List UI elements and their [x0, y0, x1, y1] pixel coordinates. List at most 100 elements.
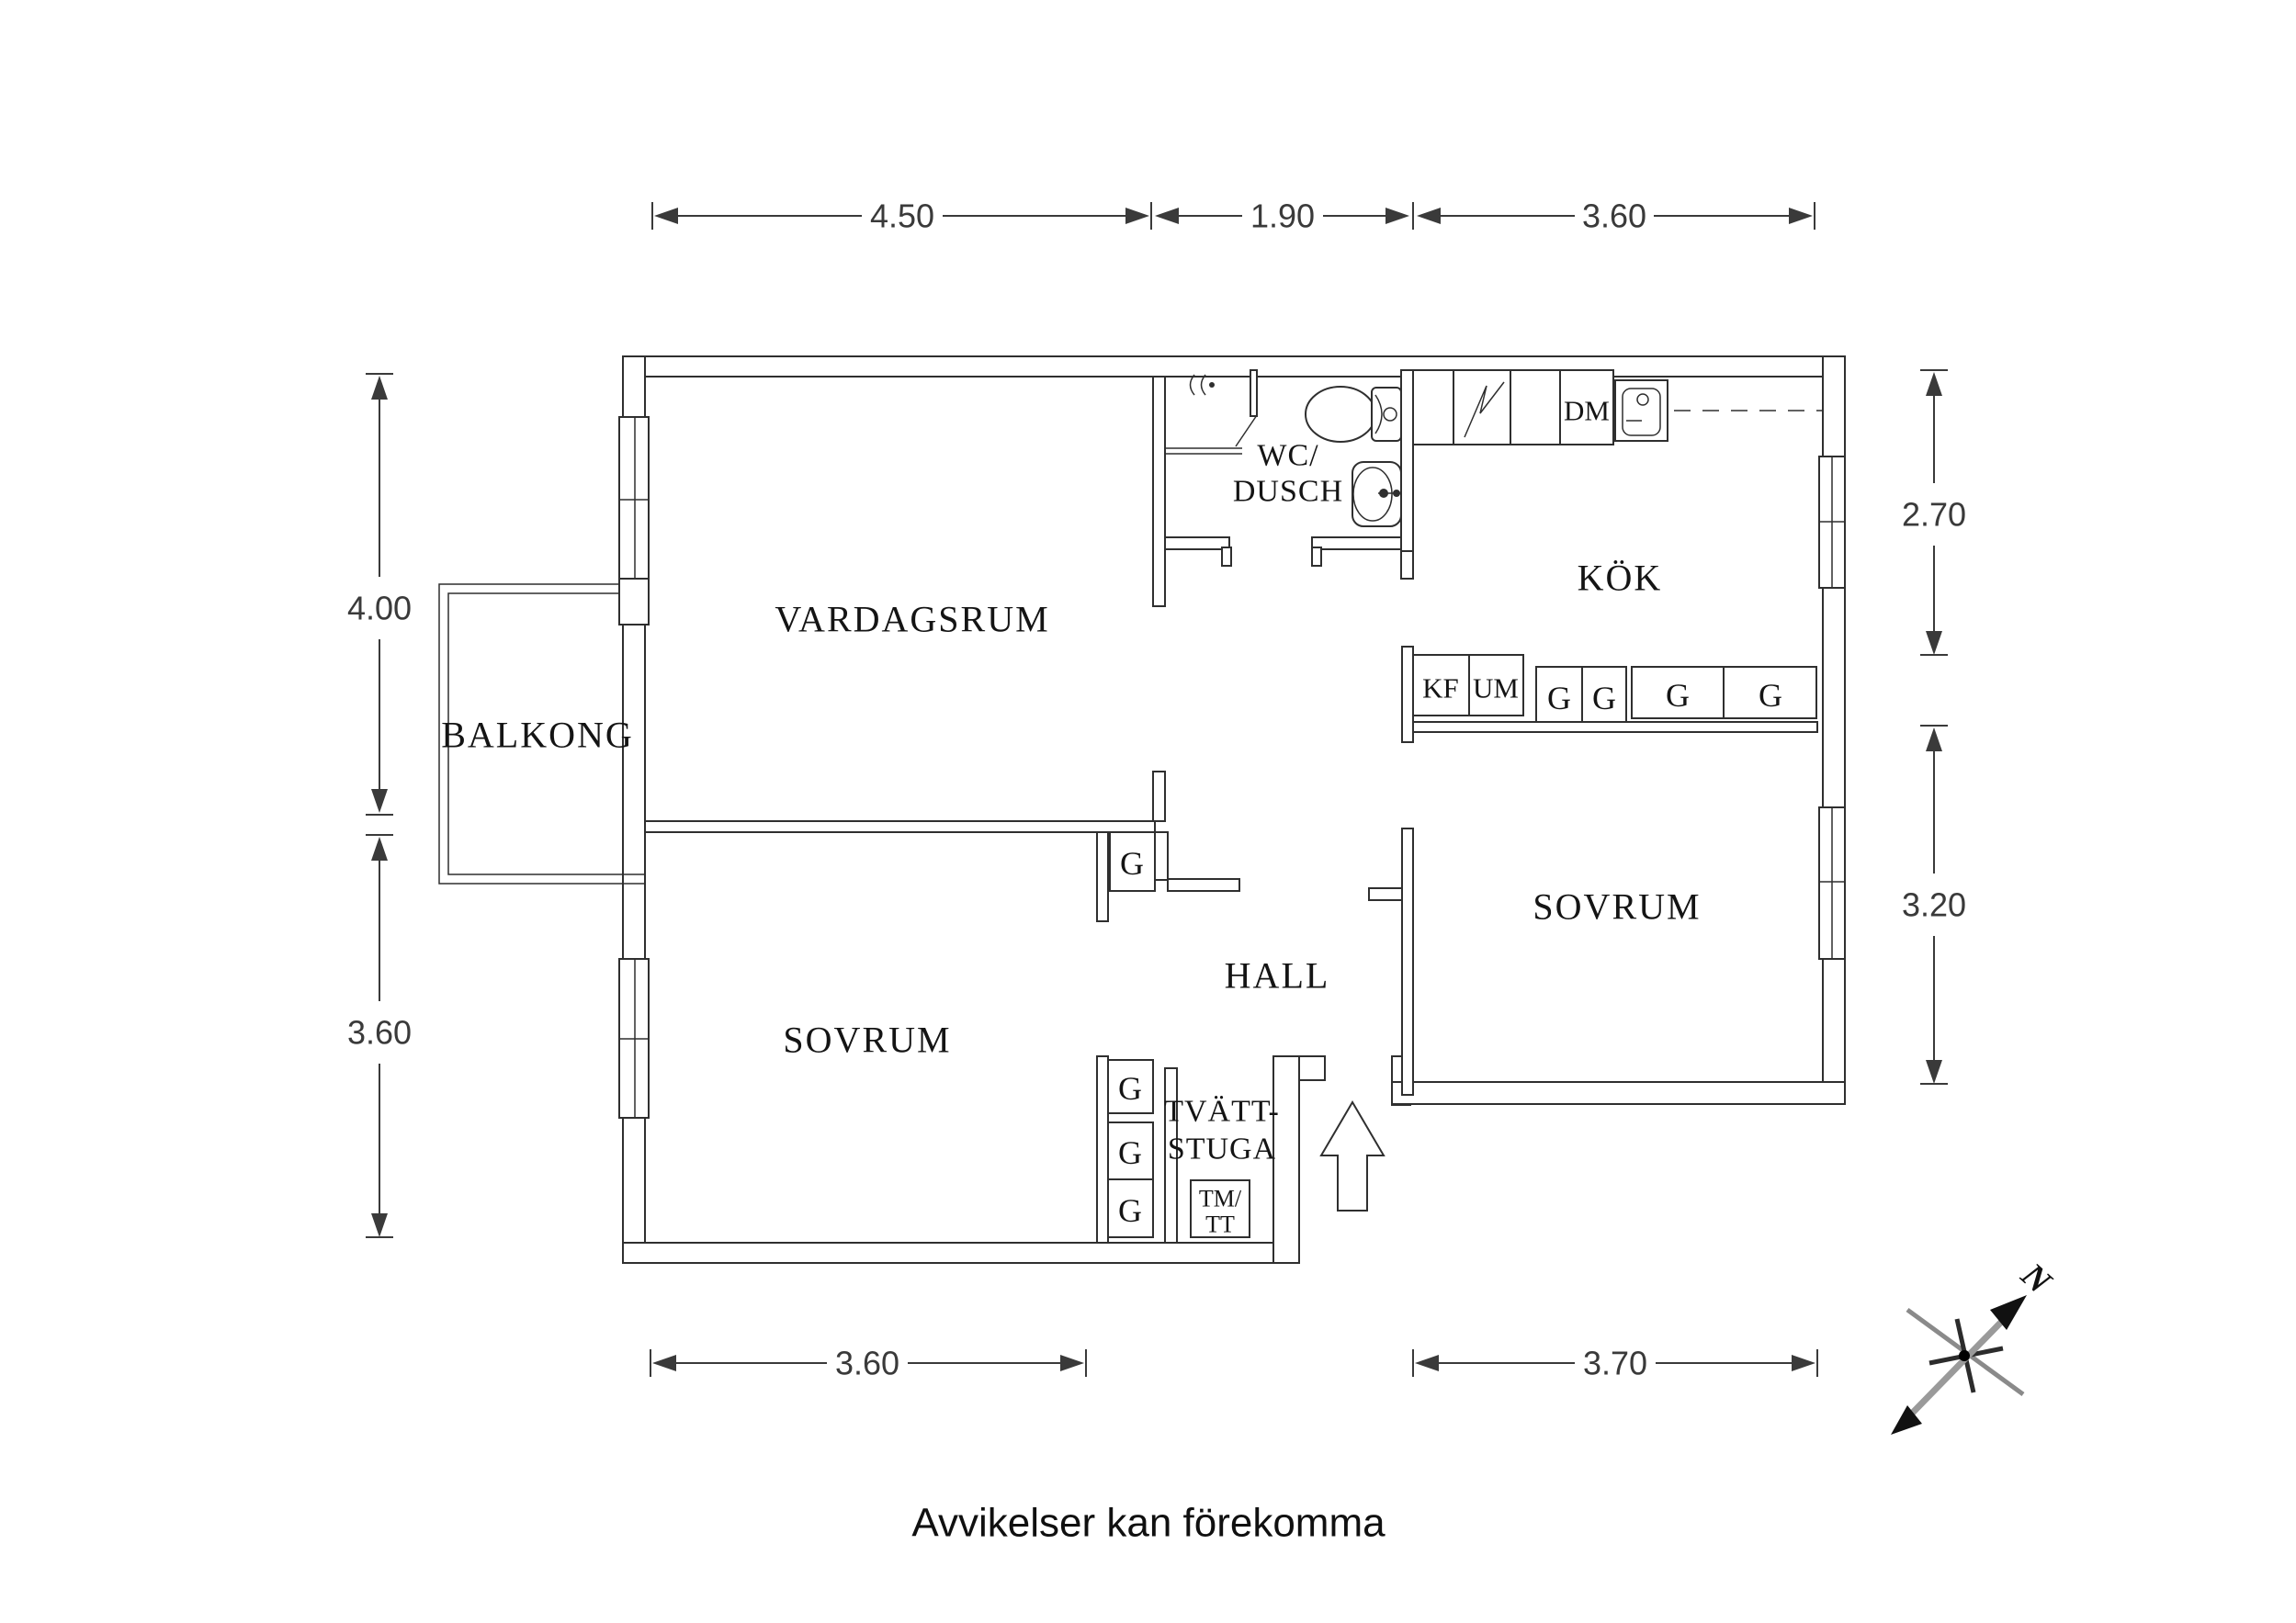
- kitchen-sink-icon: [1614, 379, 1668, 442]
- svg-text:3.60: 3.60: [835, 1345, 899, 1382]
- wardrobe-label: G: [1666, 677, 1690, 714]
- balcony-door: [618, 578, 650, 626]
- room-label-laundry2: STUGA: [1168, 1133, 1276, 1167]
- wall-bottom-left: [622, 1242, 1300, 1264]
- room-label-bath2: DUSCH: [1233, 475, 1343, 509]
- wall-bedroomleft-east-lower: [1096, 1055, 1109, 1244]
- room-labels: VARDAGSRUM WC/ DUSCH KÖK SOVRUM SOVRUM H…: [775, 439, 1701, 1167]
- dimension-bottom-2: 3.70: [1412, 1345, 1818, 1382]
- wall-hall-east-upper: [1401, 646, 1414, 743]
- room-label-hall: HALL: [1225, 955, 1330, 997]
- wall-hall-east-lower: [1401, 828, 1414, 1096]
- dimension-left-2: 3.60: [347, 834, 412, 1238]
- room-label-laundry1: TVÄTT-: [1164, 1095, 1280, 1129]
- dimension-right-2: 3.20: [1902, 725, 1966, 1085]
- wall-laundry-right: [1272, 1055, 1300, 1264]
- svg-text:4.00: 4.00: [347, 590, 412, 627]
- wall-living-east-upper: [1152, 376, 1166, 607]
- washer-dryer-box: [1190, 1179, 1250, 1238]
- wall-living-south: [644, 820, 1156, 833]
- dimension-right-1: 2.70: [1902, 369, 1966, 656]
- wardrobe-box: [1535, 666, 1583, 723]
- hall-closet-stub: [1167, 878, 1240, 892]
- compass-north-label: N: [2013, 1256, 2059, 1302]
- wardrobe-label: G: [1592, 680, 1616, 716]
- compass: N: [1891, 1256, 2059, 1435]
- svg-text:3.60: 3.60: [1582, 197, 1646, 235]
- wardrobe-box: [1107, 1121, 1154, 1180]
- dishwasher-label: DM: [1564, 395, 1610, 427]
- wall-kitchen-hall-stub: [1400, 550, 1414, 580]
- balcony-railing: [447, 592, 645, 875]
- wall-hallcloset-east: [1154, 831, 1169, 881]
- wardrobe-box: [1107, 1178, 1154, 1238]
- svg-text:2.70: 2.70: [1902, 496, 1966, 534]
- washer-dryer-label2: TT: [1205, 1212, 1235, 1238]
- wall-top: [622, 355, 1846, 378]
- room-label-living: VARDAGSRUM: [775, 599, 1049, 640]
- oven-cabinet-box: [1468, 654, 1524, 716]
- compass-north-arrow: [1990, 1295, 2027, 1330]
- room-label-bedroom-left: SOVRUM: [783, 1020, 951, 1061]
- wardrobe-label: G: [1118, 1070, 1142, 1107]
- oven-cabinet-label: UM: [1473, 672, 1519, 704]
- wall-wc-south-right: [1311, 536, 1402, 550]
- compass-south-arrow: [1891, 1405, 1922, 1435]
- interior-walls: [644, 369, 1818, 1244]
- wall-kitchen-bedroom: [1412, 721, 1818, 733]
- dimension-top-2: 1.90: [1155, 197, 1414, 235]
- dimension-top-1: 4.50: [651, 197, 1152, 235]
- bedroom-left-window: [618, 958, 650, 1119]
- shower-head-icon: [1189, 374, 1206, 396]
- bedroom-right-window: [1818, 806, 1846, 960]
- kitchen-fixtures: DM: [1412, 369, 1823, 445]
- room-label-balcony: BALKONG: [441, 715, 634, 756]
- wc-door-jamb-left: [1221, 547, 1232, 567]
- dimension-bottom-1: 3.60: [650, 1345, 1087, 1382]
- svg-text:4.50: 4.50: [870, 197, 934, 235]
- wall-laundry-west: [1164, 1067, 1178, 1244]
- wall-wc-kitchen: [1400, 369, 1414, 552]
- bathroom-fixtures: [1165, 369, 1402, 527]
- entrance-jamb-left: [1298, 1055, 1326, 1081]
- wardrobe-label: G: [1120, 845, 1144, 882]
- washer-dryer-label1: TM/: [1199, 1186, 1242, 1212]
- wall-living-east-lower: [1152, 771, 1166, 822]
- wardrobe-box: [1109, 831, 1156, 892]
- svg-text:3.60: 3.60: [347, 1014, 412, 1052]
- wardrobe-label: G: [1759, 677, 1782, 714]
- stove-icon: [1464, 381, 1505, 438]
- room-label-kitchen: KÖK: [1578, 558, 1663, 599]
- svg-text:1.90: 1.90: [1250, 197, 1315, 235]
- hall-stub-west: [1368, 887, 1403, 901]
- wc-door-jamb-right: [1311, 547, 1322, 567]
- living-room-window: [618, 416, 650, 580]
- balcony-outline: [438, 583, 646, 885]
- wardrobe-boxes: KF UM G G G G G G G G TM/ TT: [1107, 654, 1817, 1238]
- fridge-freezer-label: KF: [1422, 672, 1459, 704]
- wardrobe-box: [1107, 1059, 1154, 1114]
- svg-text:3.20: 3.20: [1902, 886, 1966, 924]
- wall-wc-south-left: [1164, 536, 1230, 550]
- balcony: BALKONG: [438, 583, 646, 885]
- kitchen-window: [1818, 456, 1846, 589]
- wardrobe-box: [1581, 666, 1627, 723]
- dimension-left-1: 4.00: [347, 373, 412, 816]
- wardrobe-label: G: [1547, 680, 1571, 716]
- kitchen-counter: [1412, 369, 1614, 445]
- wardrobe-label: G: [1118, 1192, 1142, 1229]
- shower: [1165, 369, 1258, 455]
- entrance-arrow-icon: [1319, 1100, 1386, 1212]
- dimension-top-3: 3.60: [1417, 197, 1815, 235]
- wardrobe-label: G: [1118, 1134, 1142, 1171]
- wall-bottom-right: [1391, 1081, 1846, 1105]
- room-label-bedroom-right: SOVRUM: [1533, 886, 1701, 928]
- dimensions: 4.50 1.90 3.60 4.00: [347, 197, 1966, 1382]
- disclaimer-text: Avvikelser kan förekomma: [911, 1501, 1386, 1546]
- room-label-bath1: WC/: [1257, 439, 1318, 473]
- wardrobe-box: [1723, 666, 1817, 719]
- wall-bedroomleft-east-upper: [1096, 831, 1109, 922]
- svg-text:3.70: 3.70: [1583, 1345, 1647, 1382]
- washbasin-icon: [1352, 461, 1402, 527]
